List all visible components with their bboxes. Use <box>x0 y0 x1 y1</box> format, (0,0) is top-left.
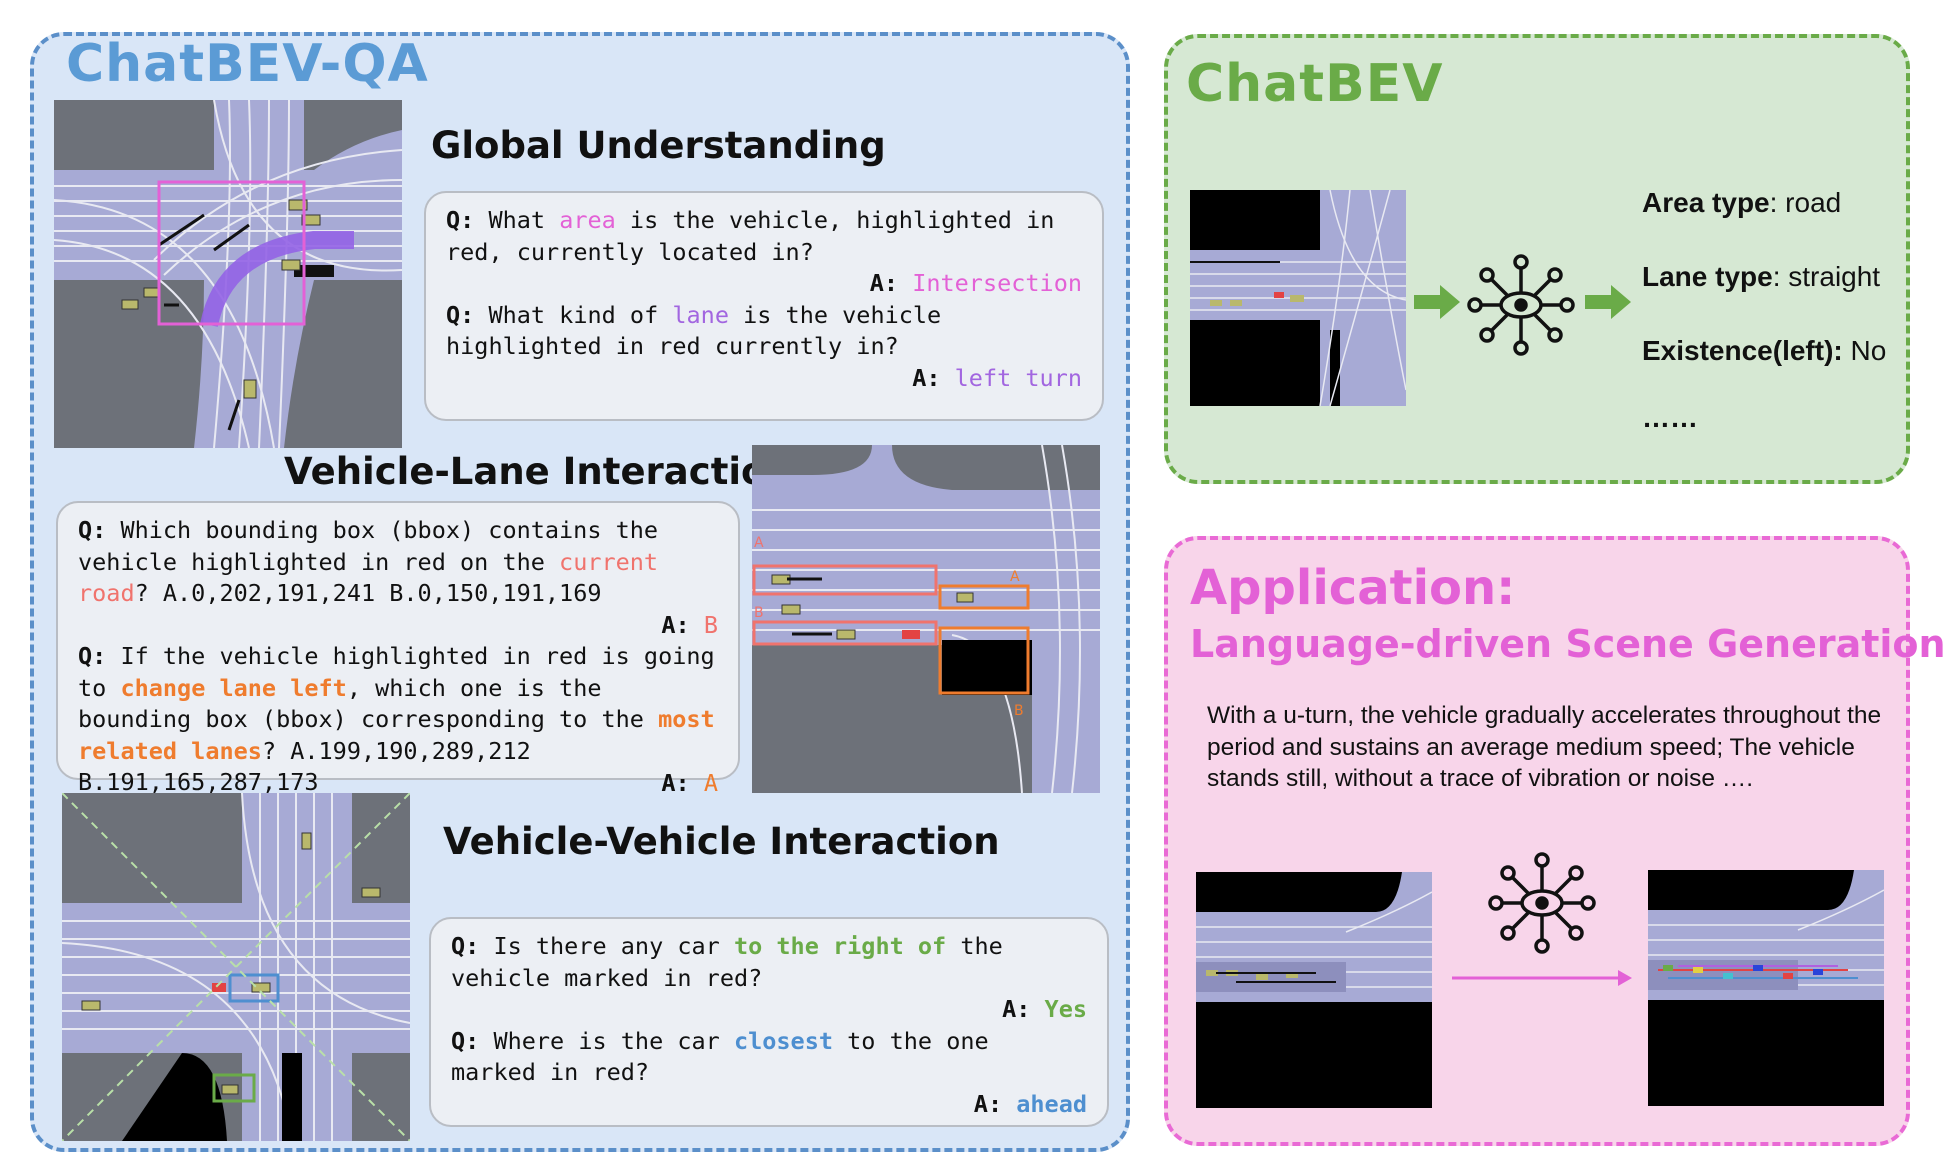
existence-left-attribute: Existence(left): No <box>1642 335 1887 366</box>
global-scene-image <box>54 100 402 448</box>
lane-qa-box: Q: Which bounding box (bbox) contains th… <box>56 501 740 797</box>
application-title: Application: <box>1190 560 1516 616</box>
arrow-right-icon <box>1414 285 1460 319</box>
attributes-ellipsis: …… <box>1642 402 1698 433</box>
global-answer-1: A: Intersection <box>869 269 1082 297</box>
lane-question-1: Q: Which bounding box (bbox) contains th… <box>78 516 659 607</box>
lane-answer-1: A: B <box>661 610 718 639</box>
lane-type-attribute: Lane type: straight <box>1642 261 1881 292</box>
vehicle-scene-image <box>62 793 410 1141</box>
arrow-right-icon <box>1585 285 1631 319</box>
global-understanding-heading: Global Understanding <box>431 124 886 167</box>
bbox-label-b-red: B <box>754 605 764 621</box>
bbox-label-a-orange: A <box>1010 569 1020 585</box>
chatbev-title: ChatBEV <box>1186 54 1444 114</box>
bbox-label-a-red: A <box>754 535 764 551</box>
global-question-2: Q: What kind of lane is the vehicle high… <box>446 300 942 361</box>
neural-eye-icon <box>1488 852 1596 954</box>
vehicle-answer-1: A: Yes <box>1002 995 1087 1023</box>
global-answer-2: A: left turn <box>912 363 1082 392</box>
vehicle-vehicle-heading: Vehicle-Vehicle Interaction <box>443 820 1000 863</box>
qa-panel-title: ChatBEV-QA <box>66 34 429 94</box>
global-question-1: Q: What area is the vehicle, highlighted… <box>446 206 1055 266</box>
generated-scene-output <box>1648 870 1884 1106</box>
global-qa-box: Q: What area is the vehicle, highlighted… <box>424 191 1104 421</box>
vehicle-lane-heading: Vehicle-Lane Interaction <box>284 450 793 493</box>
lane-scene-image: A B A B <box>752 445 1100 793</box>
neural-eye-icon <box>1467 254 1575 356</box>
scene-generation-prompt: With a u-turn, the vehicle gradually acc… <box>1207 702 1882 792</box>
area-type-attribute: Area type: road <box>1642 187 1842 218</box>
lane-answer-2: A: A <box>661 768 718 797</box>
arrow-right-icon <box>1452 970 1632 986</box>
bbox-label-b-orange: B <box>1014 703 1024 719</box>
vehicle-answer-2: A: ahead <box>973 1089 1087 1118</box>
application-subtitle: Language-driven Scene Generation <box>1190 622 1944 666</box>
vehicle-question-1: Q: Is there any car to the right of the … <box>451 932 1003 992</box>
chatbev-input-scene <box>1190 190 1406 406</box>
vehicle-qa-box: Q: Is there any car to the right of the … <box>429 917 1109 1127</box>
generation-input-scene <box>1196 872 1432 1108</box>
vehicle-question-2: Q: Where is the car closest to the one m… <box>451 1026 989 1087</box>
lane-question-2: Q: If the vehicle highlighted in red is … <box>78 642 715 796</box>
